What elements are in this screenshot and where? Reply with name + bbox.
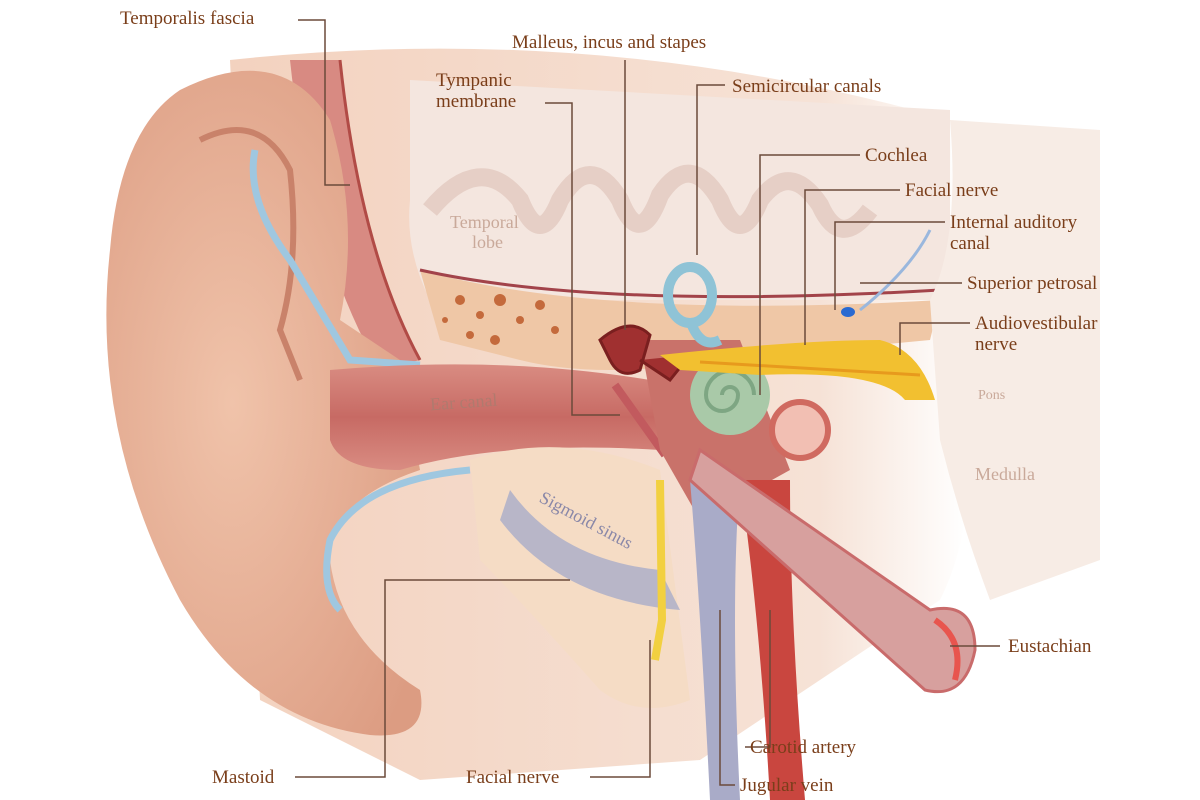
label-line: membrane xyxy=(436,91,517,112)
superior-petrosal-sinus xyxy=(841,307,855,317)
dura-line xyxy=(419,268,941,299)
label-jugular-vein: Jugular vein xyxy=(740,775,834,796)
semicircular-canals xyxy=(663,262,723,348)
inner-label-medulla: Medulla xyxy=(975,464,1035,484)
temporal-lobe xyxy=(409,80,951,300)
label-facial-nerve-top: Facial nerve xyxy=(905,180,999,201)
label-line: Internal auditory xyxy=(950,212,1078,233)
label-cochlea: Cochlea xyxy=(865,145,928,166)
facial-nerve-descending xyxy=(651,479,667,661)
label-eustachian: Eustachian xyxy=(1008,636,1092,657)
audiovestibular-nerve xyxy=(660,340,935,400)
label-line: canal xyxy=(950,233,991,254)
brainstem xyxy=(930,120,1100,600)
brain-gyri xyxy=(423,164,878,238)
sigmoid-sinus xyxy=(500,490,680,610)
tympanic-membrane xyxy=(611,382,669,458)
helix-fold xyxy=(198,127,303,382)
mastoid-air-cells xyxy=(442,294,559,345)
label-semicircular-canals: Semicircular canals xyxy=(732,76,882,97)
auricle-cartilage-top xyxy=(249,149,421,369)
eustachian-tube xyxy=(688,447,977,694)
auricle xyxy=(106,70,422,736)
jugular-vein xyxy=(690,480,740,800)
carotid-cross-section xyxy=(769,399,831,461)
inner-label-pons: Pons xyxy=(978,388,1006,403)
label-ossicles: Malleus, incus and stapes xyxy=(512,32,707,53)
label-line: Temporal xyxy=(450,212,519,232)
label-line: nerve xyxy=(975,334,1018,355)
label-carotid-artery: Carotid artery xyxy=(750,737,857,758)
ear-canal xyxy=(330,364,660,470)
label-line: lobe xyxy=(472,232,503,252)
leader-lines xyxy=(295,19,1000,786)
label-superior-petrosal: Superior petrosal xyxy=(967,273,1098,294)
label-line: Audiovestibular xyxy=(975,313,1098,334)
label-line: Tympanic xyxy=(436,70,512,91)
auricle-cartilage-bottom xyxy=(323,466,471,613)
label-temporalis-fascia: Temporalis fascia xyxy=(120,8,255,29)
label-mastoid: Mastoid xyxy=(212,767,275,788)
label-facial-nerve-bottom: Facial nerve xyxy=(466,767,560,788)
